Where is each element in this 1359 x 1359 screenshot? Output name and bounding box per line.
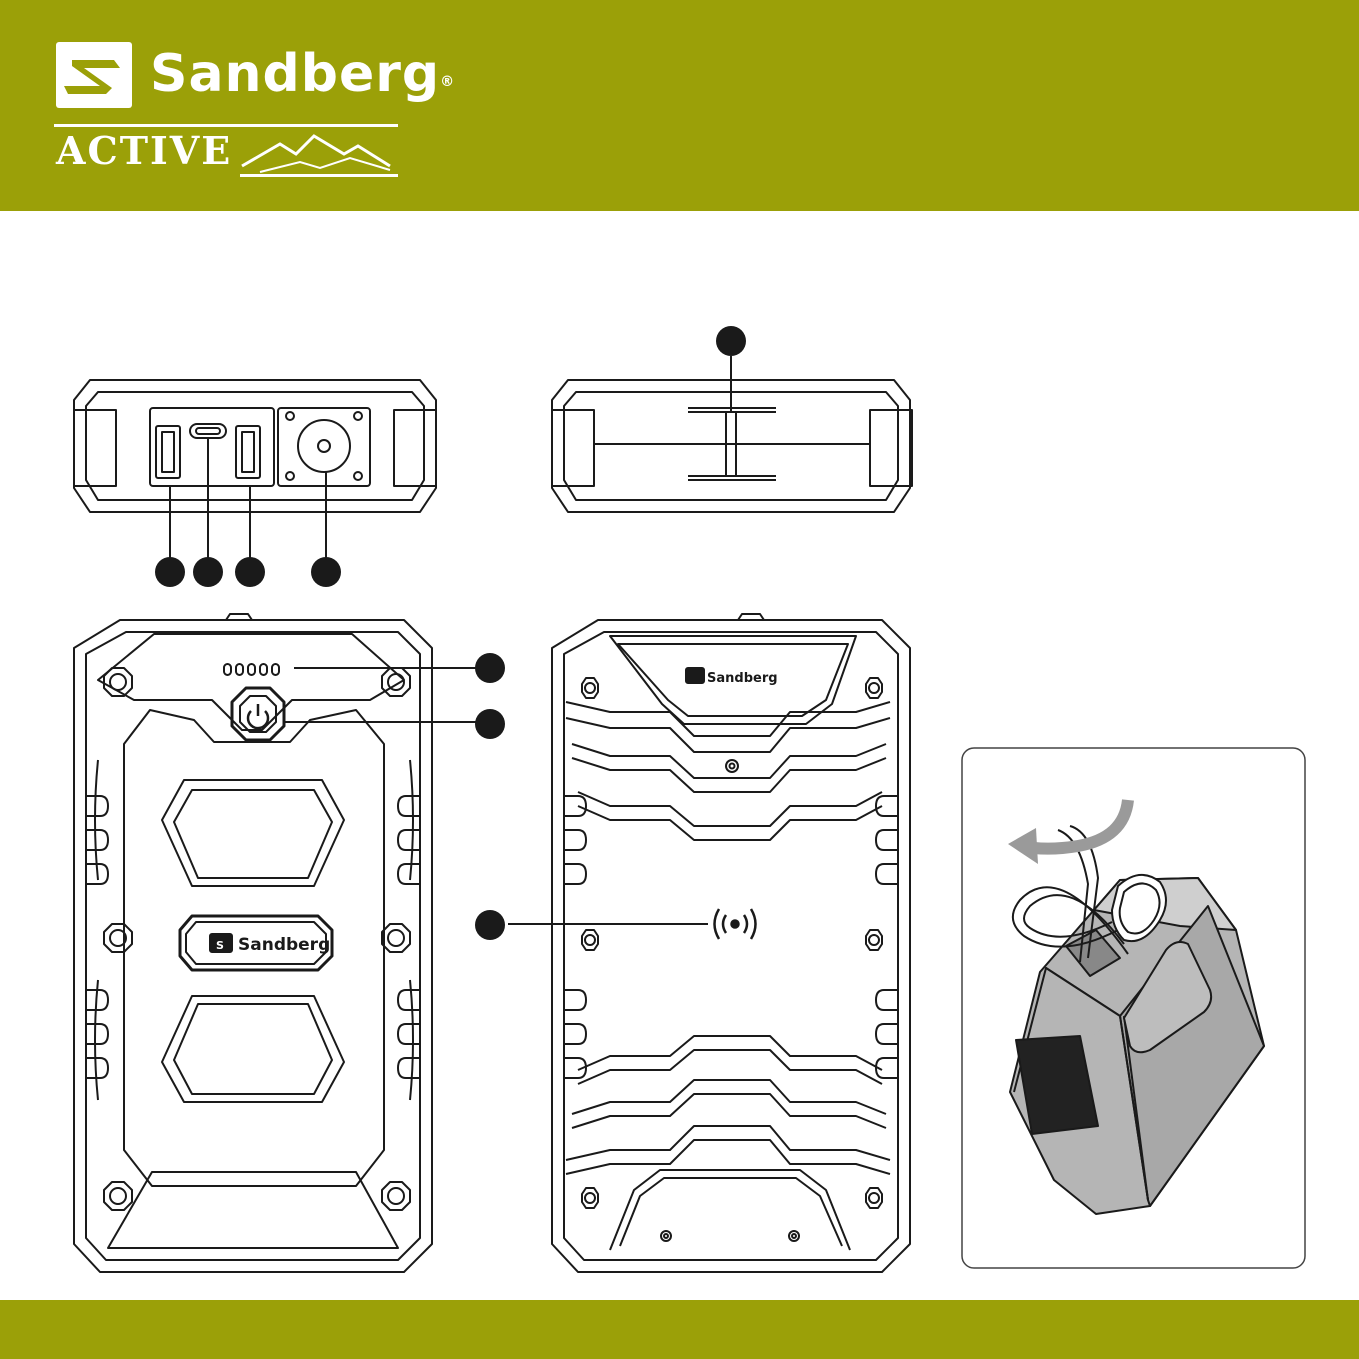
- header-band: Sandberg® ACTIVE: [0, 0, 1359, 211]
- brand-subline: ACTIVE: [56, 128, 232, 174]
- product-diagram: Sandberg Sandberg S: [0, 211, 1359, 1300]
- callout-marker-usb-a-2: [235, 557, 265, 587]
- callout-marker-strap: [716, 326, 746, 356]
- callout-marker-led: [475, 653, 505, 683]
- flashlight: [286, 412, 362, 480]
- device-back-view: [552, 614, 910, 1272]
- registered-mark: ®: [440, 74, 455, 90]
- back-logo-text: Sandberg: [707, 671, 778, 686]
- callout-marker-wireless: [475, 910, 505, 940]
- curved-arrow-icon: [1008, 800, 1128, 864]
- usb-a-port-2: [236, 426, 260, 478]
- back-logo: [686, 668, 704, 683]
- callout-marker-usb-a-1: [155, 557, 185, 587]
- usb-a-port-1: [156, 426, 180, 478]
- front-logo-text: Sandberg: [238, 935, 330, 955]
- callout-marker-power: [475, 709, 505, 739]
- back-bolts: [582, 678, 882, 1241]
- s-square-logo-icon: [54, 40, 138, 112]
- usb-c-port: [190, 424, 226, 438]
- power-icon: [248, 704, 268, 728]
- footer-band: [0, 1300, 1359, 1359]
- brand-logo: Sandberg® ACTIVE: [54, 40, 414, 180]
- callout-marker-flashlight: [311, 557, 341, 587]
- callout-marker-usb-c: [193, 557, 223, 587]
- battery-led-indicators: [224, 664, 279, 675]
- front-logo-symbol: S: [216, 939, 224, 952]
- mountain-range-icon: [240, 130, 410, 180]
- wireless-charging-icon: [715, 909, 756, 939]
- device-top-view-ports: [74, 380, 436, 512]
- strap-illustration: [1008, 800, 1264, 1214]
- brand-name: Sandberg®: [150, 42, 455, 106]
- power-button: [232, 688, 284, 740]
